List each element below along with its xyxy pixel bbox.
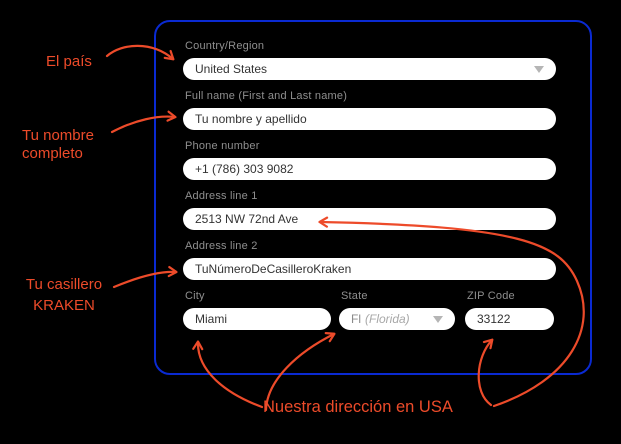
city-label: City — [185, 290, 205, 302]
annotation-locker: Tu casillero KRAKEN — [8, 274, 120, 316]
field-city: City — [183, 290, 331, 330]
field-zip: ZIP Code — [465, 290, 554, 330]
phone-label: Phone number — [185, 140, 260, 152]
zip-input[interactable] — [465, 308, 554, 330]
field-phone: Phone number — [183, 140, 556, 180]
chevron-down-icon — [534, 65, 544, 73]
annotation-full-name: Tu nombre completo — [22, 127, 94, 162]
field-address1: Address line 1 — [183, 190, 556, 230]
field-state: State Fl (Florida) — [339, 290, 455, 330]
annotation-country: El país — [46, 53, 92, 70]
annotation-locker-line2: KRAKEN — [33, 297, 95, 314]
chevron-down-icon — [433, 315, 443, 323]
full-name-label: Full name (First and Last name) — [185, 90, 348, 102]
field-address2: Address line 2 — [183, 240, 556, 280]
city-input[interactable] — [183, 308, 331, 330]
field-country: Country/Region United States — [183, 40, 556, 80]
annotation-locker-line1: Tu casillero — [25, 276, 103, 293]
zip-label: ZIP Code — [467, 290, 515, 302]
address1-input[interactable] — [183, 208, 556, 230]
state-selected-name: (Florida) — [365, 312, 410, 326]
state-label: State — [341, 290, 368, 302]
full-name-input[interactable] — [183, 108, 556, 130]
state-select[interactable]: Fl (Florida) — [339, 308, 455, 330]
address1-label: Address line 1 — [185, 190, 258, 202]
field-full-name: Full name (First and Last name) — [183, 90, 556, 130]
state-selected-code: Fl — [351, 312, 361, 326]
annotation-usa-address: Nuestra dirección en USA — [263, 398, 453, 416]
country-selected-value: United States — [195, 62, 268, 76]
address-form-card: Country/Region United States Full name (… — [154, 20, 592, 375]
address2-input[interactable] — [183, 258, 556, 280]
country-label: Country/Region — [185, 40, 265, 52]
city-state-zip-row: City State Fl (Florida) ZIP Code — [183, 290, 556, 330]
country-select[interactable]: United States — [183, 58, 556, 80]
phone-input[interactable] — [183, 158, 556, 180]
address2-label: Address line 2 — [185, 240, 258, 252]
